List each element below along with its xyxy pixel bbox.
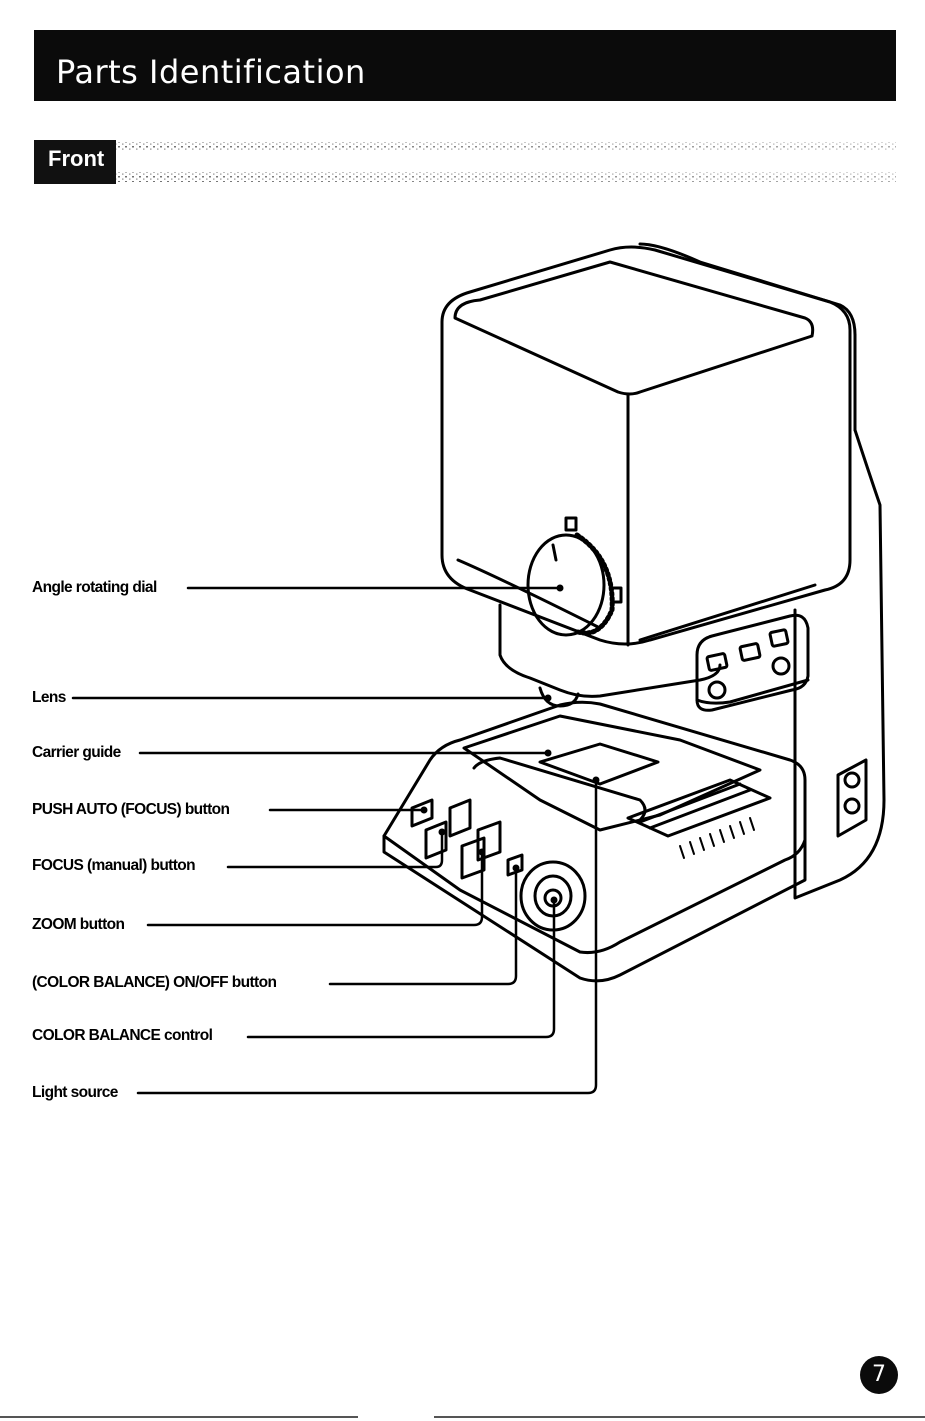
bottom-rule-right bbox=[434, 1416, 925, 1418]
head-box bbox=[442, 247, 850, 644]
side-jacks bbox=[838, 760, 866, 836]
callout-zoom-button: ZOOM button bbox=[32, 917, 127, 933]
bottom-rule-left bbox=[0, 1416, 358, 1418]
light-window bbox=[540, 744, 658, 784]
callout-color-balance-control: COLOR BALANCE control bbox=[32, 1028, 215, 1044]
page-number: 7 bbox=[860, 1356, 898, 1394]
callout-lens: Lens bbox=[32, 690, 69, 706]
callout-color-balance-onoff-button: (COLOR BALANCE) ON/OFF button bbox=[32, 975, 279, 991]
leader-lines bbox=[73, 588, 596, 1093]
callout-focus-manual-button: FOCUS (manual) button bbox=[32, 858, 198, 874]
vent-slits bbox=[680, 818, 754, 858]
base-front bbox=[384, 836, 805, 981]
stage-top bbox=[464, 716, 760, 830]
tower-control-panel bbox=[697, 615, 808, 710]
callout-push-auto-focus-button: PUSH AUTO (FOCUS) button bbox=[32, 802, 232, 818]
callout-angle-rotating-dial: Angle rotating dial bbox=[32, 580, 160, 596]
callout-light-source: Light source bbox=[32, 1085, 121, 1101]
callout-carrier-guide: Carrier guide bbox=[32, 745, 124, 761]
